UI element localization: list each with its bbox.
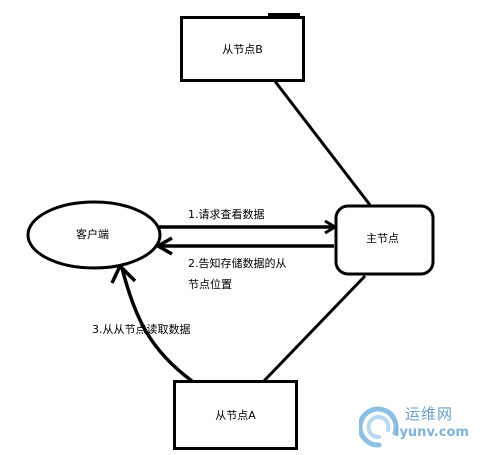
client-node-shape [26,200,162,270]
edge-label-step2-line1: 2.告知存储数据的从 [188,257,287,270]
watermark-domain-text: iyunv.com [395,425,469,440]
client-label: 客户端 [76,228,109,241]
decoration-dashes [268,13,300,16]
watermark: 运维网 iyunv.com [359,401,479,451]
edge-slave-b-master [272,79,372,206]
edge-master-slave-a [260,274,367,385]
slave-b-node: 从节点B [180,16,305,82]
edge-label-step1: 1.请求查看数据 [188,208,265,221]
edge-label-step2-line2: 节点位置 [188,278,232,291]
master-label: 主节点 [366,232,399,245]
slave-b-label: 从节点B [222,42,263,56]
edge-label-step3: 3.从从节点读取数据 [92,323,191,336]
watermark-logo-text: 运维网 [405,405,454,423]
slave-a-node: 从节点A [173,380,298,450]
slave-a-label: 从节点A [215,408,256,422]
arrow-read-data [120,267,194,383]
watermark-logo-icon [359,406,399,448]
master-node-shape [334,204,435,276]
